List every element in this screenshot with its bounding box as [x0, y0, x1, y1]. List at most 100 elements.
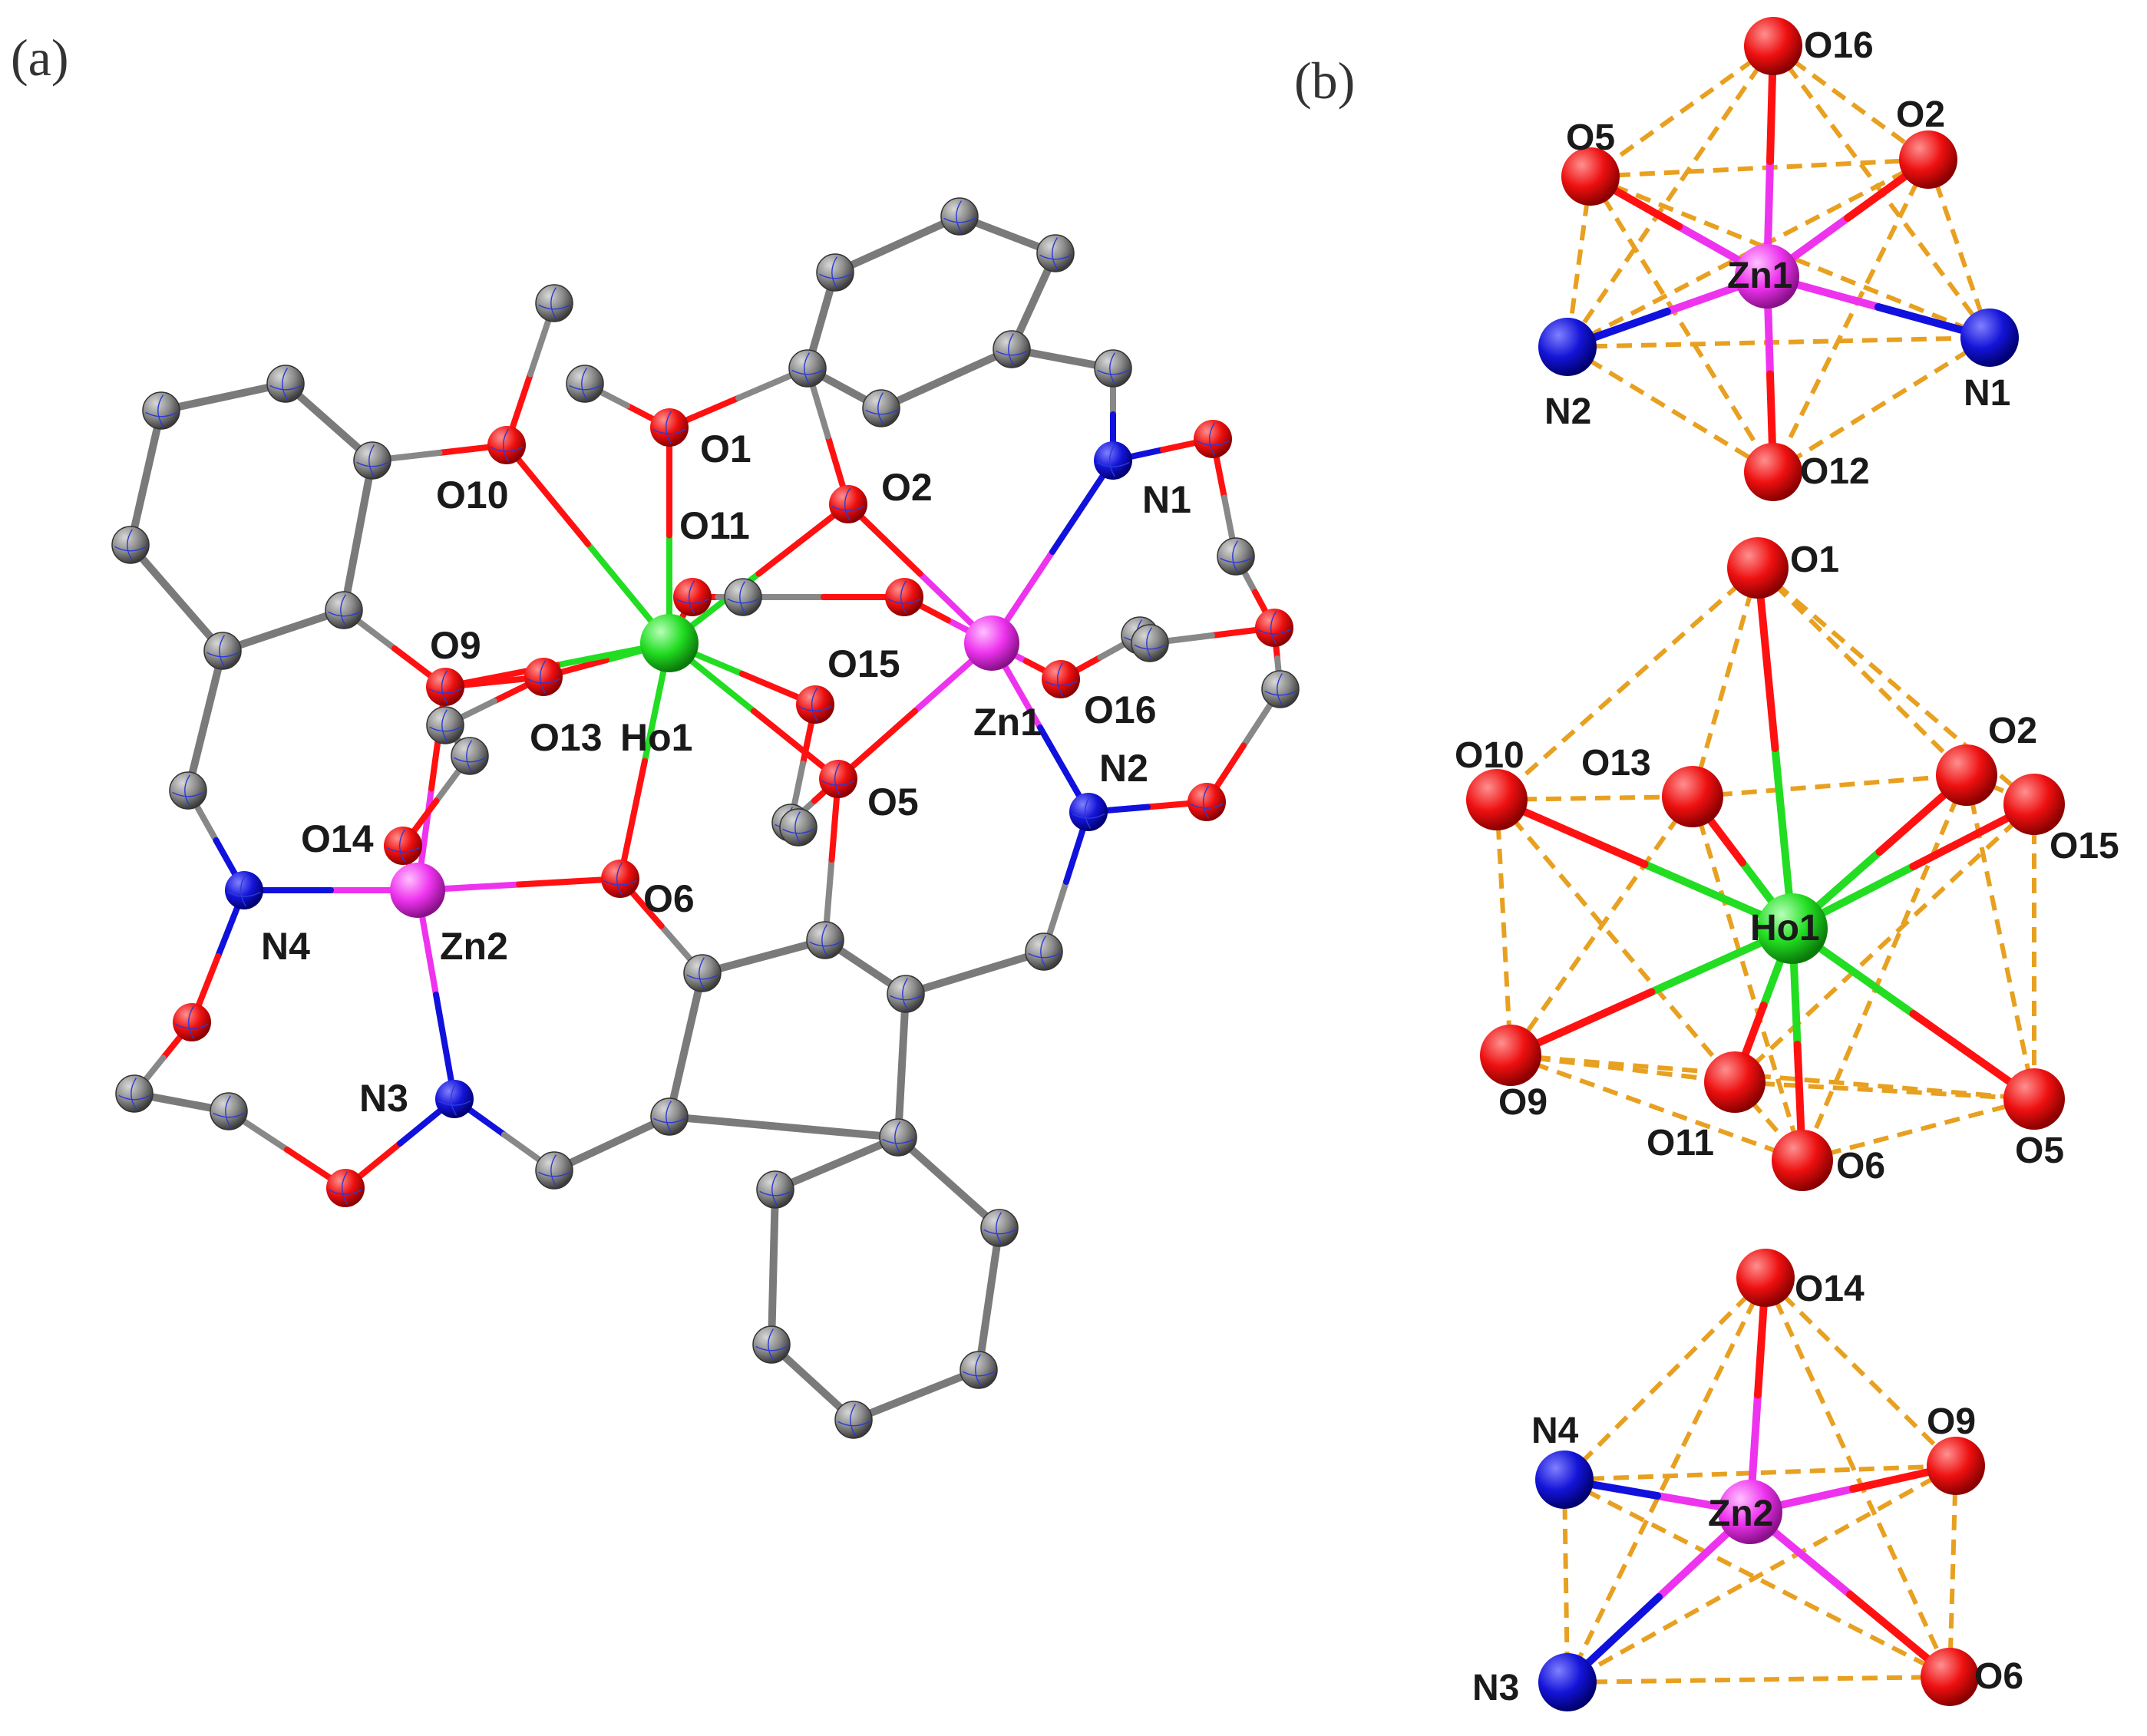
- atom-Oe5: [326, 1169, 365, 1207]
- atom-c1-ellipsoid-ring: [550, 287, 557, 319]
- zn1-label-N2: N2: [1544, 391, 1591, 432]
- atom-Oe3-ellipsoid-ring: [1202, 785, 1210, 819]
- ho1-atom-O11: [1704, 1051, 1765, 1113]
- atom-O6-ellipsoid-ring: [616, 862, 623, 896]
- atom-c25: [683, 954, 722, 992]
- bond-c35-c29: [550, 1113, 673, 1174]
- atom-c7-ellipsoid-ring: [328, 611, 360, 617]
- atom-c31-ellipsoid-ring: [983, 1229, 1016, 1235]
- atom-c35: [535, 1151, 573, 1190]
- bond-c6-c8: [184, 647, 226, 794]
- atom-O5-ellipsoid-ring: [821, 780, 855, 786]
- atom-c13-ellipsoid-ring: [943, 217, 976, 223]
- atom-c2: [353, 441, 391, 480]
- atom-c32-ellipsoid-ring: [975, 1354, 981, 1386]
- atom-c18-ellipsoid-ring: [1264, 690, 1296, 696]
- ho1-edge-O1-O2: [1756, 566, 1969, 777]
- atom-c1: [535, 284, 573, 322]
- atom-Oe5-ellipsoid-ring: [341, 1171, 348, 1205]
- ho1-atom-O5: [2003, 1068, 2065, 1130]
- atom-N2-ellipsoid-ring: [1084, 795, 1092, 829]
- atom-c5: [111, 526, 150, 564]
- zn1-atom-O5: [1561, 147, 1620, 206]
- label-O1: O1: [700, 427, 751, 470]
- atom-c2-ellipsoid-ring: [356, 461, 388, 467]
- ho1-edge-O10-O9: [1495, 799, 1513, 1056]
- zn1-edge-O2-N1: [1926, 159, 1992, 338]
- atom-c34-ellipsoid-ring: [768, 1328, 774, 1361]
- atom-c17: [1217, 537, 1255, 576]
- ho1-edge-O10-O13: [1496, 794, 1693, 802]
- atom-c33: [834, 1401, 873, 1439]
- atom-c16-ellipsoid-ring: [1109, 352, 1115, 384]
- zn2-edge-O14-O9: [1763, 1276, 1958, 1468]
- atom-c11: [862, 389, 900, 427]
- atom-c27: [887, 975, 925, 1013]
- zn2-atom-O6: [1921, 1648, 1979, 1706]
- bond-c29-c25: [666, 969, 706, 1120]
- label-Zn1: Zn1: [973, 701, 1042, 744]
- atom-c4-ellipsoid-ring: [145, 411, 177, 417]
- atom-O1-ellipsoid-ring: [665, 411, 672, 444]
- atom-N3: [435, 1080, 474, 1118]
- atom-O11-ellipsoid-ring: [688, 580, 695, 614]
- zn1-atom-O16: [1744, 17, 1802, 75]
- label-N3: N3: [359, 1077, 408, 1120]
- atom-c3: [266, 365, 305, 403]
- atom-c22-ellipsoid-ring: [454, 757, 486, 763]
- zn1-atom-N2: [1538, 318, 1597, 376]
- polyhedron-atoms: [1466, 17, 2065, 1711]
- atom-O10-ellipsoid-ring: [502, 428, 510, 462]
- atom-c37-ellipsoid-ring: [213, 1112, 245, 1118]
- zn2-edge-N4-N3: [1562, 1479, 1570, 1683]
- atom-c12: [816, 253, 854, 292]
- atom-c26: [806, 921, 844, 959]
- atom-c2-ellipsoid-ring: [368, 444, 375, 477]
- atom-O6-ellipsoid-ring: [603, 880, 637, 886]
- label-O14: O14: [301, 817, 374, 860]
- atom-c7-ellipsoid-ring: [340, 594, 346, 626]
- atom-c16: [1094, 349, 1132, 388]
- atom-Oe2-ellipsoid-ring: [1257, 629, 1291, 635]
- atom-c27-ellipsoid-ring: [902, 978, 908, 1010]
- atom-c38: [779, 808, 818, 847]
- atom-c13: [940, 197, 979, 236]
- zn1-edge-O16-N2: [1565, 45, 1775, 348]
- panel-a-label: (a): [11, 28, 68, 87]
- atom-O14: [384, 827, 422, 865]
- atom-c18: [1261, 670, 1300, 708]
- atom-c24: [1025, 932, 1063, 971]
- atom-N3-ellipsoid-ring: [450, 1082, 457, 1116]
- zn1-edge-O5-N1: [1589, 174, 1991, 340]
- atom-c11-ellipsoid-ring: [865, 409, 897, 415]
- zn1-label-O5: O5: [1566, 117, 1615, 158]
- zn2-label-N4: N4: [1531, 1411, 1579, 1451]
- atom-c12-ellipsoid-ring: [831, 256, 837, 289]
- atom-c25-ellipsoid-ring: [699, 957, 705, 989]
- zn2-label-O9: O9: [1927, 1401, 1976, 1442]
- ho1-atom-O15: [2003, 774, 2065, 835]
- atom-c38-ellipsoid-ring: [782, 828, 814, 834]
- zn1-atom-O12: [1744, 443, 1802, 501]
- atom-O2-ellipsoid-ring: [831, 505, 865, 511]
- zn2-edge-O14-O6: [1763, 1276, 1952, 1678]
- zn1-label-Zn1: Zn1: [1727, 256, 1792, 296]
- atom-c18-ellipsoid-ring: [1277, 673, 1283, 705]
- atom-c4-ellipsoid-ring: [157, 394, 164, 427]
- atom-O5-ellipsoid-ring: [834, 762, 841, 796]
- ho1-label-O10: O10: [1455, 735, 1524, 776]
- zn2-edge-O9-N3: [1566, 1464, 1957, 1685]
- ho1-label-Ho1: Ho1: [1750, 908, 1820, 949]
- atom-c28-ellipsoid-ring: [882, 1138, 914, 1144]
- atom-O2: [829, 485, 867, 523]
- bond-c12-c13: [831, 213, 963, 276]
- atom-c5-ellipsoid-ring: [114, 546, 147, 552]
- atom-O5: [819, 760, 857, 798]
- ho1-label-O1: O1: [1790, 540, 1839, 580]
- atom-c36-ellipsoid-ring: [130, 1078, 137, 1110]
- atom-c24-ellipsoid-ring: [1040, 936, 1046, 968]
- label-O16: O16: [1084, 688, 1157, 731]
- atom-c29: [650, 1097, 689, 1136]
- atom-N4-ellipsoid-ring: [227, 891, 261, 897]
